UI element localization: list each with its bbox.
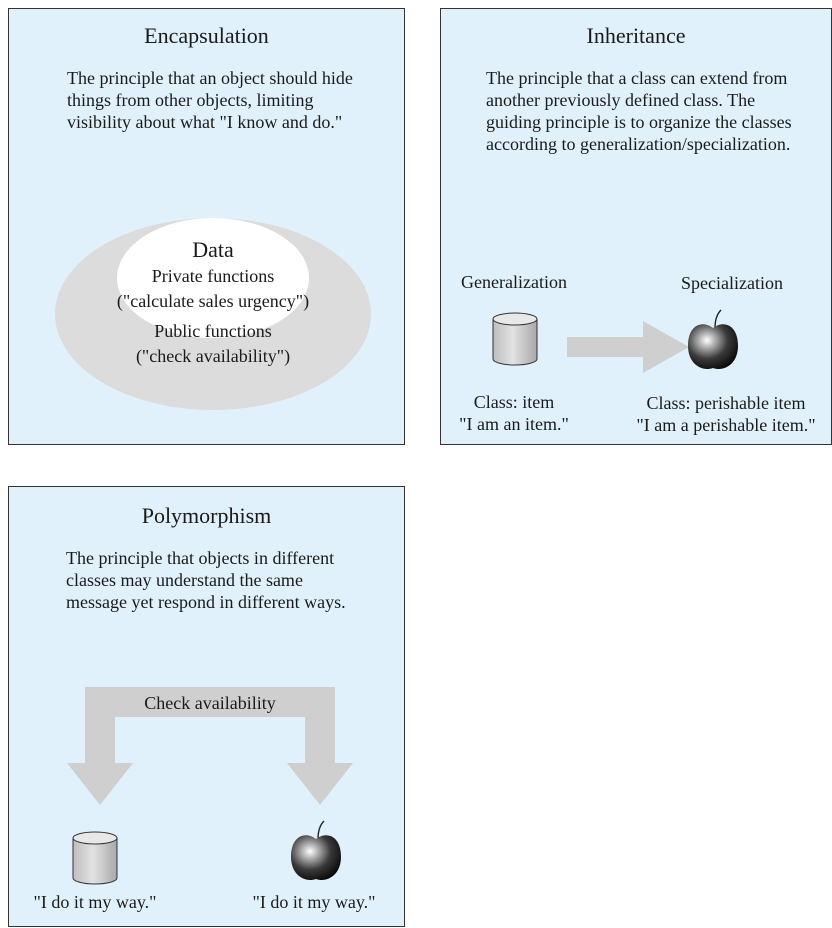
private-functions-label: Private functions <box>151 266 275 286</box>
cylinder-icon <box>492 312 538 366</box>
specialization-class-label: Class: perishable item <box>646 393 806 413</box>
encapsulation-oval-diagram <box>55 218 371 410</box>
message-label: Check availability <box>144 693 276 713</box>
public-functions-example: ("check availability") <box>135 346 291 366</box>
public-functions-label: Public functions <box>154 321 272 341</box>
private-functions-example: ("calculate sales urgency") <box>116 291 310 311</box>
generalization-class-label: Class: item <box>473 392 555 412</box>
inheritance-description: The principle that a class can extend fr… <box>486 68 792 154</box>
encapsulation-title: Encapsulation <box>144 23 269 48</box>
message-arrows <box>67 687 353 805</box>
specialization-heading: Specialization <box>681 273 783 293</box>
cylinder-icon <box>72 831 118 885</box>
generalization-to-specialization-arrow <box>567 321 689 373</box>
polymorphism-panel: Polymorphism The principle that objects … <box>8 486 405 927</box>
apple-icon <box>688 309 738 370</box>
polymorphism-title: Polymorphism <box>141 503 272 528</box>
encapsulation-description: The principle that an object should hide… <box>67 68 353 132</box>
data-label: Data <box>192 237 234 262</box>
polymorphism-description: The principle that objects in different … <box>66 548 346 612</box>
specialization-quote: "I am a perishable item." <box>636 415 816 435</box>
inheritance-title: Inheritance <box>586 23 686 48</box>
generalization-quote: "I am an item." <box>459 414 569 434</box>
left-response-label: "I do it my way." <box>33 892 157 912</box>
apple-icon <box>291 820 341 881</box>
data-oval <box>117 218 309 338</box>
encapsulation-panel: Encapsulation The principle that an obje… <box>8 8 405 445</box>
generalization-heading: Generalization <box>461 272 567 292</box>
inheritance-panel: Inheritance The principle that a class c… <box>440 8 832 445</box>
right-response-label: "I do it my way." <box>252 892 376 912</box>
